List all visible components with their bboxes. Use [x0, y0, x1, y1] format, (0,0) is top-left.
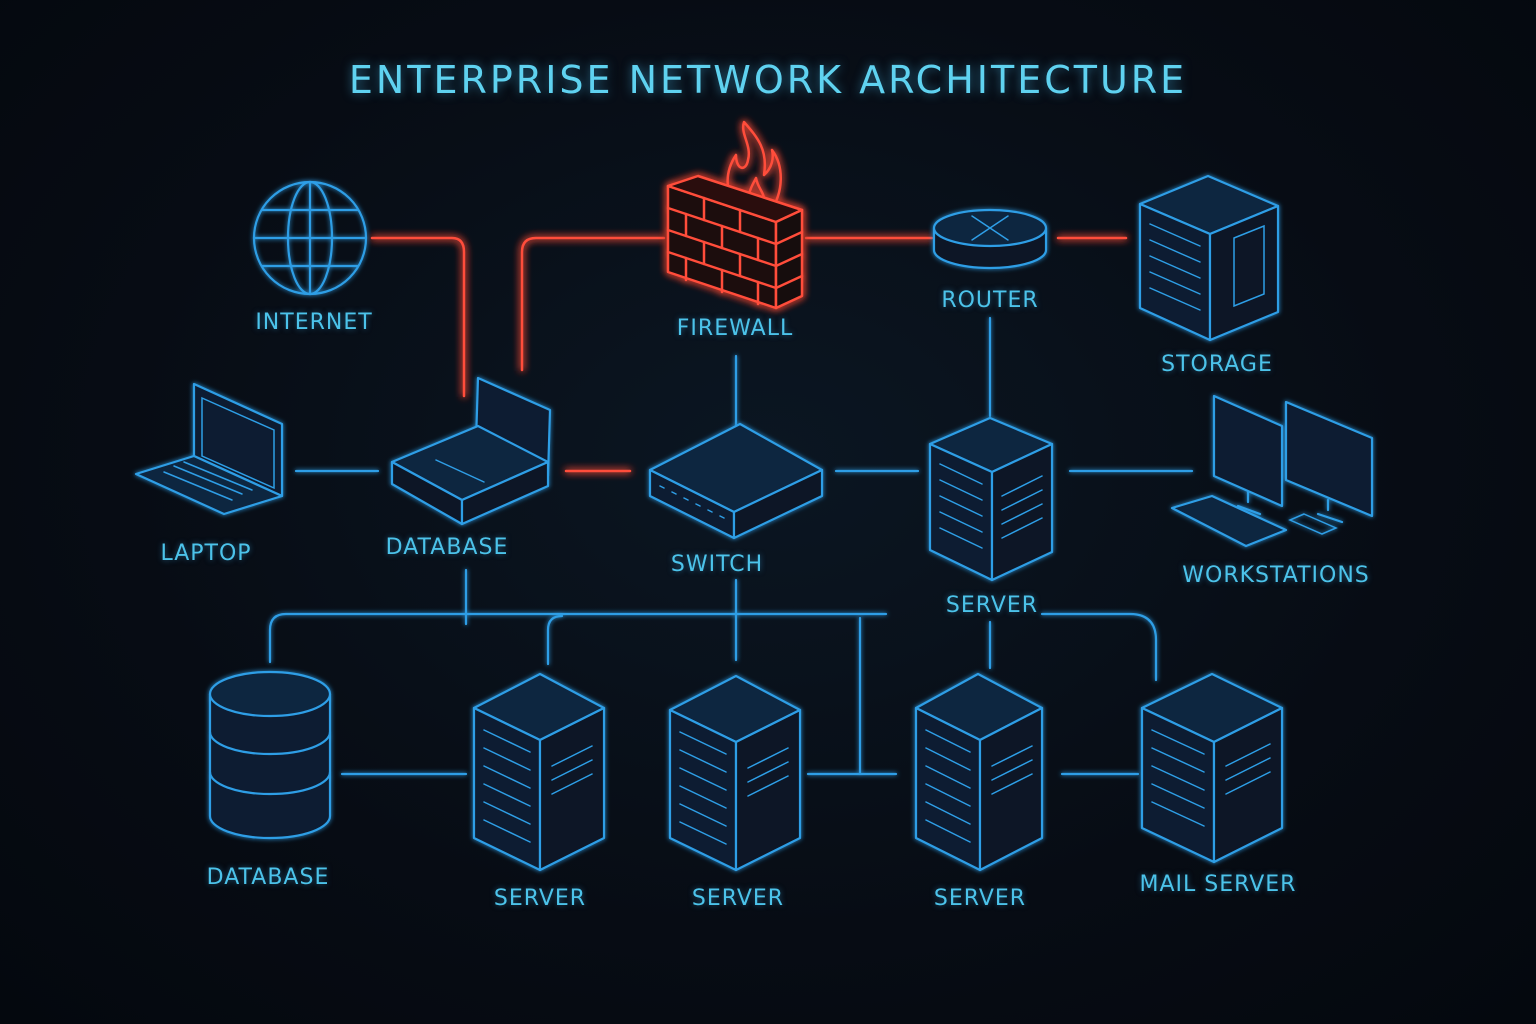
mail-server-icon	[1140, 672, 1284, 864]
label-mail-server: MAIL SERVER	[1139, 872, 1297, 897]
database-icon	[208, 670, 332, 840]
link-backbone	[268, 612, 888, 664]
label-server-2: SERVER	[691, 886, 785, 911]
firewall-icon	[666, 120, 804, 310]
server-icon	[928, 416, 1054, 582]
label-router: ROUTER	[941, 288, 1039, 313]
label-internet: INTERNET	[255, 310, 373, 335]
storage-icon	[1138, 174, 1280, 342]
monitor-icon	[1170, 394, 1374, 548]
label-switch: SWITCH	[670, 552, 764, 577]
red-links	[370, 236, 1128, 473]
link-backbone-server1	[546, 614, 564, 666]
label-database-top: DATABASE	[385, 535, 509, 560]
globe-icon	[252, 180, 368, 296]
blue-links	[268, 316, 1194, 776]
router-icon	[932, 208, 1048, 270]
connections	[268, 236, 1194, 776]
switch-icon	[648, 422, 824, 540]
link-database-firewall	[520, 236, 666, 372]
label-server-mid: SERVER	[945, 593, 1039, 618]
laptop-icon	[134, 382, 284, 516]
database-device-icon	[390, 376, 552, 526]
label-database-bottom: DATABASE	[206, 865, 330, 890]
diagram-title: ENTERPRISE NETWORK ARCHITECTURE	[348, 58, 1188, 102]
label-firewall: FIREWALL	[676, 316, 794, 341]
link-internet-database	[370, 236, 466, 398]
server-2-icon	[668, 674, 802, 872]
label-storage: STORAGE	[1161, 352, 1273, 377]
label-server-3: SERVER	[933, 886, 1027, 911]
server-1-icon	[472, 672, 606, 872]
label-server-1: SERVER	[493, 886, 587, 911]
label-laptop: LAPTOP	[160, 541, 252, 566]
label-workstations: WORKSTATIONS	[1182, 563, 1370, 588]
server-3-icon	[914, 672, 1044, 872]
link-right-backbone	[1040, 612, 1158, 682]
